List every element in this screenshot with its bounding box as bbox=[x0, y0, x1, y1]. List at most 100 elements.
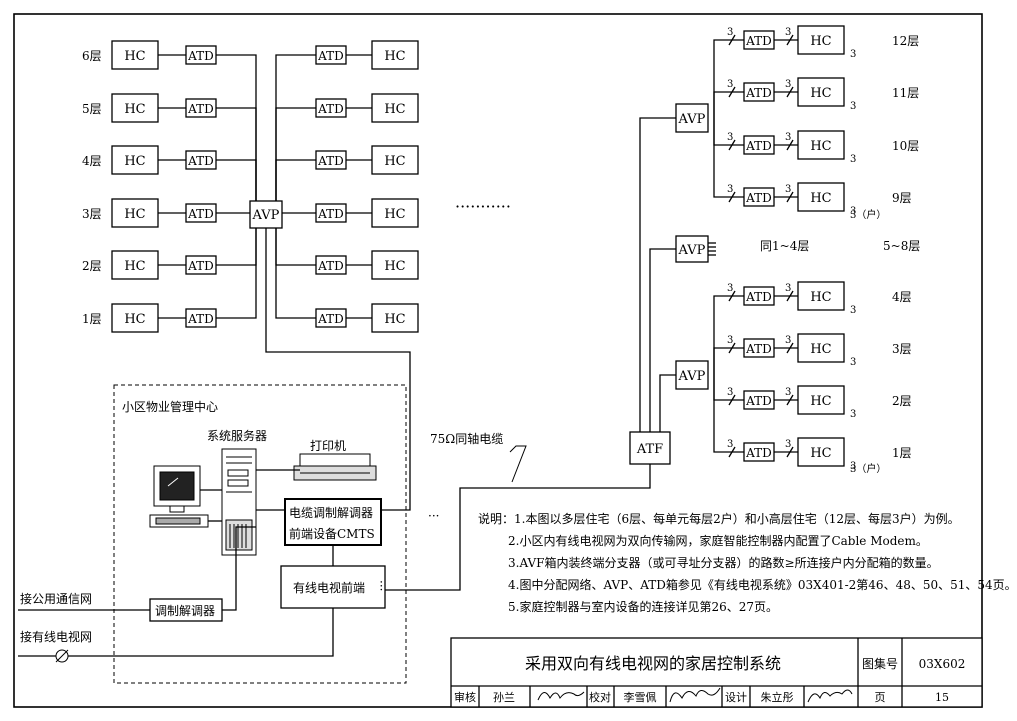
household-count: 3 bbox=[850, 206, 856, 217]
floor-label-right: 2层 bbox=[892, 394, 912, 408]
note-4: 4.图中分配网络、AVP、ATD箱参见《有线电视系统》03X401-2第46、4… bbox=[508, 578, 1017, 592]
household-count: 3 bbox=[850, 305, 856, 316]
hc-box-label: HC bbox=[124, 154, 145, 169]
floor-label-left: 1层 bbox=[82, 312, 102, 326]
left-building: 6层 HC ATD ATD HC 5层 HC ATD ATD HC 4层 HC ATD ATD HC 3层 HC… bbox=[82, 40, 419, 333]
hc-box-label: HC bbox=[124, 259, 145, 274]
atd-box-label: ATD bbox=[187, 207, 214, 221]
floor-label-right: 11层 bbox=[892, 86, 919, 100]
atd-box-label: ATD bbox=[745, 342, 772, 356]
hc-box bbox=[797, 281, 845, 311]
reviewer-signature bbox=[537, 691, 585, 701]
hc-box-label: HC bbox=[810, 394, 831, 409]
note-2: 2.小区内有线电视网为双向传输网，家庭智能控制器内配置了Cable Modem。 bbox=[508, 534, 928, 548]
household-count: 3 bbox=[850, 461, 856, 472]
cable-count: 3 bbox=[727, 132, 733, 143]
atd-box-label: ATD bbox=[745, 290, 772, 304]
atd-box-label: ATD bbox=[317, 154, 344, 168]
atd-box-label: ATD bbox=[317, 312, 344, 326]
atf-label: ATF bbox=[636, 442, 663, 457]
hc-box bbox=[371, 250, 419, 280]
atlas-number: 03X602 bbox=[919, 657, 966, 671]
household-count: 3 bbox=[850, 357, 856, 368]
check-label: 校对 bbox=[589, 690, 611, 704]
atd-box-label: ATD bbox=[187, 102, 214, 116]
atd-box-label: ATD bbox=[187, 154, 214, 168]
middle-avp: AVP bbox=[675, 235, 716, 263]
atd-box-label: ATD bbox=[745, 191, 772, 205]
note-3: 3.AVF箱内装终端分支器（或可寻址分支器）的路数≥所连接户内分配箱的数量。 bbox=[508, 556, 939, 570]
cable-count: 3 bbox=[727, 335, 733, 346]
designer-signature bbox=[807, 689, 853, 703]
hc-box-label: HC bbox=[124, 102, 145, 117]
upper-avp: AVP bbox=[675, 103, 709, 133]
cable-count: 3 bbox=[785, 387, 791, 398]
headend-ellipsis: ··· bbox=[374, 580, 388, 591]
checker-signature bbox=[669, 687, 721, 703]
hc-box bbox=[111, 198, 159, 228]
cable-count: 3 bbox=[727, 283, 733, 294]
floor-label-right: 4层 bbox=[892, 290, 912, 304]
floor-label-left: 3层 bbox=[82, 207, 102, 221]
hc-box bbox=[111, 145, 159, 175]
atd-box-label: ATD bbox=[745, 34, 772, 48]
upper-avp-label: AVP bbox=[678, 112, 706, 127]
hc-box bbox=[797, 437, 845, 467]
catv-headend-box: 有线电视前端 bbox=[280, 565, 386, 609]
hc-box-label: HC bbox=[384, 259, 405, 274]
hc-box bbox=[371, 40, 419, 70]
hc-box-label: HC bbox=[810, 342, 831, 357]
atd-box-label: ATD bbox=[317, 102, 344, 116]
household-count: 3 bbox=[850, 101, 856, 112]
cable-count: 3 bbox=[785, 27, 791, 38]
cable-count: 3 bbox=[727, 27, 733, 38]
hc-box-label: HC bbox=[810, 191, 831, 206]
household-count: 3 bbox=[850, 49, 856, 60]
page-label: 页 bbox=[875, 691, 886, 704]
server-label: 系统服务器 bbox=[207, 428, 267, 443]
cable-count: 3 bbox=[785, 283, 791, 294]
hc-box-label: HC bbox=[810, 446, 831, 461]
floor-label-left: 5层 bbox=[82, 102, 102, 116]
cmts-label-2: 前端设备CMTS bbox=[289, 526, 375, 541]
hc-box-label: HC bbox=[124, 312, 145, 327]
left-avp: AVP bbox=[249, 200, 283, 229]
hc-box-label: HC bbox=[384, 207, 405, 222]
middle-floors-note: 同1~4层 bbox=[760, 239, 809, 253]
atd-box-label: ATD bbox=[187, 49, 214, 63]
household-count: 3 bbox=[850, 409, 856, 420]
lower-avp: AVP bbox=[675, 360, 709, 390]
hc-box bbox=[797, 182, 845, 212]
atd-box-label: ATD bbox=[317, 259, 344, 273]
cable-count: 3 bbox=[785, 184, 791, 195]
printer-icon bbox=[293, 453, 377, 481]
cmts-label-1: 电缆调制解调器 bbox=[289, 506, 373, 520]
coax-ellipsis: ··· bbox=[428, 509, 439, 523]
catv-network-label: 接有线电视网 bbox=[20, 629, 92, 644]
cmts-box: 电缆调制解调器 前端设备CMTS bbox=[284, 498, 382, 546]
atf-box: ATF bbox=[629, 431, 671, 465]
note-1: 说明：1.本图以多层住宅（6层、每单元每层2户）和小高层住宅（12层、每层3户）… bbox=[478, 512, 960, 526]
hc-box bbox=[797, 25, 845, 55]
middle-avp-label: AVP bbox=[678, 243, 706, 258]
atd-box-label: ATD bbox=[745, 394, 772, 408]
management-center-title: 小区物业管理中心 bbox=[122, 399, 218, 414]
hc-box-label: HC bbox=[384, 312, 405, 327]
floor-label-right: 10层 bbox=[892, 139, 919, 153]
hc-box bbox=[797, 385, 845, 415]
floor-label-left: 4层 bbox=[82, 154, 102, 168]
hc-box-label: HC bbox=[384, 102, 405, 117]
hc-box-label: HC bbox=[384, 154, 405, 169]
hc-box bbox=[371, 93, 419, 123]
atd-box-label: ATD bbox=[745, 86, 772, 100]
drawing-title: 采用双向有线电视网的家居控制系统 bbox=[525, 654, 781, 673]
atd-box-label: ATD bbox=[187, 259, 214, 273]
hc-box bbox=[797, 130, 845, 160]
lower-avp-label: AVP bbox=[678, 369, 706, 384]
atd-box-label: ATD bbox=[745, 139, 772, 153]
review-label: 审核 bbox=[454, 690, 476, 704]
atd-box-label: ATD bbox=[317, 207, 344, 221]
hc-box-label: HC bbox=[384, 49, 405, 64]
floor-label-left: 6层 bbox=[82, 49, 102, 63]
